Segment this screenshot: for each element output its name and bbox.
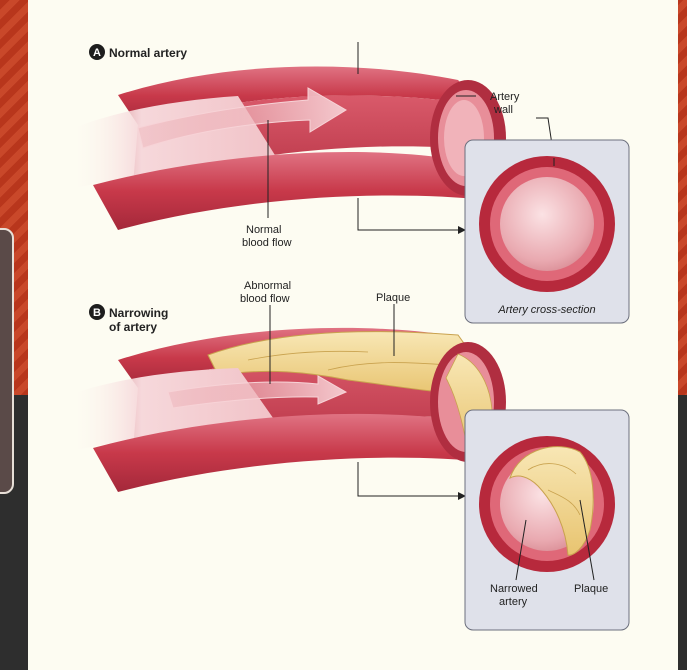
artery-diagram: A Normal artery Artery wall Normal blood…: [28, 0, 678, 670]
badge-b: B: [93, 307, 101, 319]
label-plaque-cross: Plaque: [574, 583, 608, 595]
label-artery-wall-line2: wall: [493, 104, 513, 116]
side-frame-edge: [0, 228, 14, 494]
label-artery-wall-line1: Artery: [490, 91, 520, 103]
section-a-title: Normal artery: [109, 46, 187, 60]
normal-artery-illustration: [68, 66, 506, 230]
label-normal-flow-line2: blood flow: [242, 237, 292, 249]
label-abnormal-flow-line1: Abnormal: [244, 280, 291, 292]
label-narrowed-line2: artery: [499, 596, 528, 608]
section-b-title-line1: Narrowing: [109, 306, 168, 320]
label-abnormal-flow-line2: blood flow: [240, 293, 290, 305]
narrowed-artery-illustration: [68, 328, 506, 492]
label-narrowed-line1: Narrowed: [490, 583, 538, 595]
label-cross-section-caption: Artery cross-section: [497, 304, 595, 316]
label-normal-flow-line1: Normal: [246, 224, 281, 236]
illustration-panel: A Normal artery Artery wall Normal blood…: [28, 0, 678, 670]
label-plaque-top: Plaque: [376, 292, 410, 304]
cross-section-normal: Artery cross-section: [465, 140, 629, 323]
section-b-title-line2: of artery: [109, 320, 157, 334]
badge-a: A: [93, 47, 101, 59]
cross-section-narrowed: Narrowed artery Plaque: [465, 410, 629, 630]
